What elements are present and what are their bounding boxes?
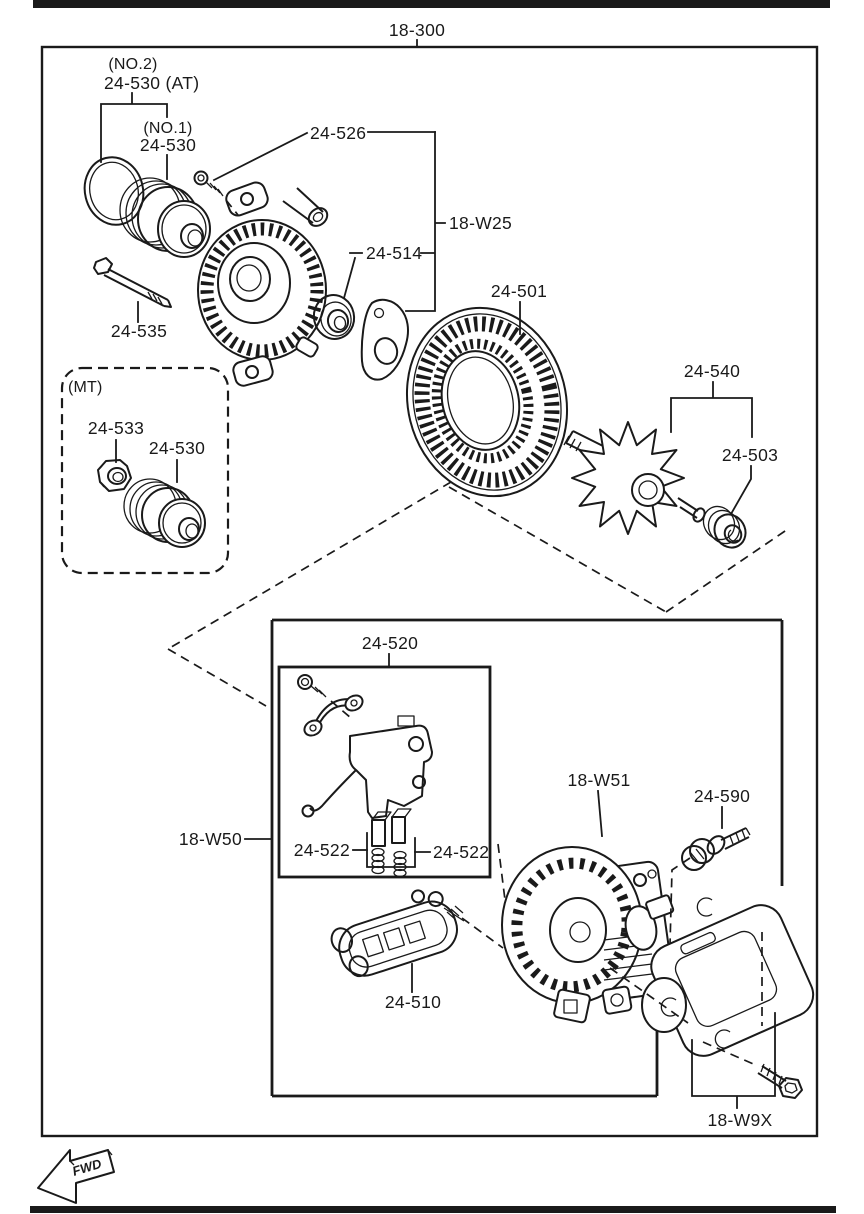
- label-terminal-bolt: 24-590: [694, 786, 750, 806]
- mt-group-box: [60, 366, 230, 575]
- dash-alternator-cover: [609, 967, 689, 1024]
- label-brush-left: 24-522: [294, 840, 350, 860]
- leader-front-screw: [212, 131, 436, 182]
- rear-bearing: [702, 505, 747, 549]
- label-mt-pulley: 24-530: [149, 438, 205, 458]
- label-no2-tag: (NO.2): [108, 56, 157, 73]
- rear-cover: [641, 897, 815, 1057]
- diagram-frame: [40, 45, 819, 1138]
- label-pulley-at: 24-530 (AT): [104, 73, 199, 93]
- bracket-rear-cover-kit: [691, 1012, 776, 1109]
- label-rectifier: 24-510: [385, 992, 441, 1012]
- bottom-border-bar: [30, 1206, 836, 1213]
- bracket-front-kit: [405, 131, 446, 312]
- label-through-bolt: 24-535: [111, 321, 167, 341]
- label-rear-bearing: 24-503: [722, 445, 778, 465]
- rotor: [563, 421, 706, 535]
- fwd-arrow-icon: FWD: [37, 1149, 115, 1204]
- label-pulley-no1: 24-530: [140, 135, 196, 155]
- label-rotor: 24-540: [684, 361, 740, 381]
- label-rear-housing-kit: 18-W51: [567, 770, 630, 790]
- top-border-bar: [33, 0, 830, 8]
- label-stator: 24-501: [491, 281, 547, 301]
- label-assembly-number: 18-300: [389, 20, 445, 40]
- leader-rear-bearing: [729, 465, 752, 516]
- label-front-kit: 18-W25: [449, 213, 512, 233]
- brush-holder-assembly: [297, 674, 433, 819]
- brushes: [371, 808, 412, 847]
- mt-pulley: [123, 478, 206, 548]
- bracket-no2: [100, 92, 168, 163]
- terminal-bolt: [681, 827, 751, 871]
- label-rear-cover-kit: 18-W9X: [707, 1110, 772, 1130]
- rectifier: [330, 889, 458, 978]
- bearing-retainer-plate: [360, 298, 409, 381]
- dash-cover-bolt: [702, 1041, 759, 1067]
- pulley: [119, 177, 211, 258]
- o-ring: [83, 156, 145, 226]
- label-front-screw: 24-526: [310, 123, 366, 143]
- brush-holder-box: [277, 665, 492, 879]
- label-no1-tag: (NO.1): [143, 120, 192, 137]
- label-brush-right: 24-522: [433, 842, 489, 862]
- rectifier-stud: [443, 905, 465, 922]
- brush-springs: [371, 847, 407, 878]
- dash-terminal-bolt: [669, 857, 691, 946]
- leader-rear-housing-kit: [597, 790, 603, 837]
- dash-rectifier-alternator: [461, 917, 504, 949]
- front-housing: [197, 181, 329, 387]
- label-internal-kit: 18-W50: [179, 829, 242, 849]
- front-bearing: [312, 294, 356, 340]
- internal-kit-box: [270, 618, 784, 1098]
- bracket-rotor: [670, 381, 753, 438]
- front-screw: [193, 170, 224, 197]
- leader-front-bearing: [342, 252, 363, 300]
- label-front-bearing: 24-514: [366, 243, 422, 263]
- through-bolt: [93, 257, 172, 308]
- label-brush-holder: 24-520: [362, 633, 418, 653]
- cover-bolt: [757, 1063, 803, 1099]
- mt-nut: [97, 459, 132, 492]
- dash-brushes-alternator: [497, 843, 510, 947]
- label-mt-tag: (MT): [68, 379, 103, 396]
- label-mt-nut: 24-533: [88, 418, 144, 438]
- stator: [405, 306, 569, 498]
